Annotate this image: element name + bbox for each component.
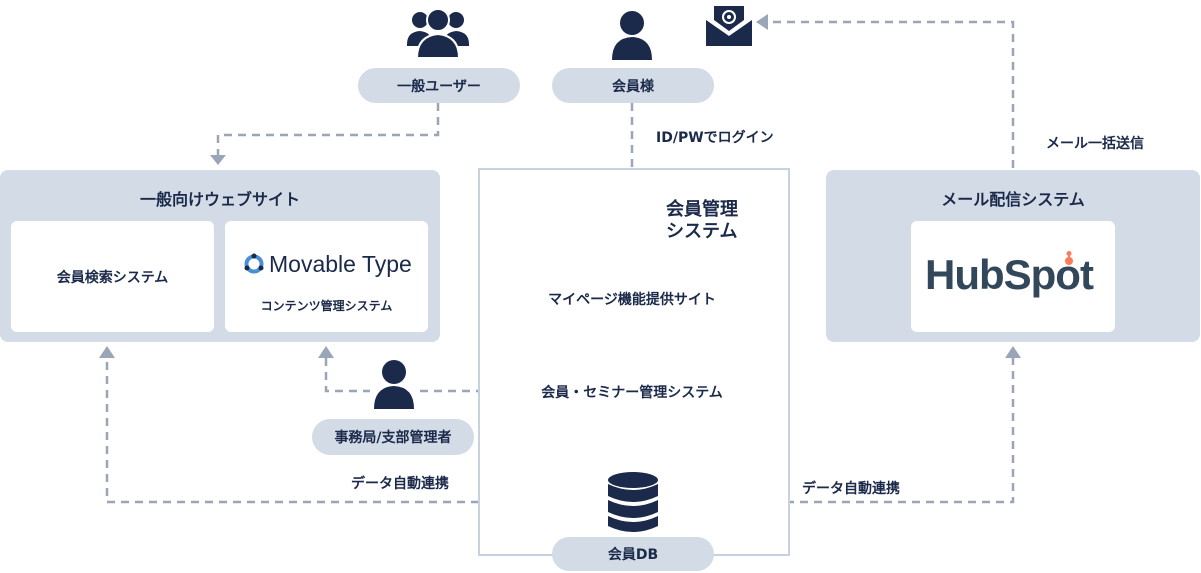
member-db-pill: 会員DB	[552, 537, 714, 571]
member-pill: 会員様	[552, 68, 714, 103]
login-label: ID/PWでログイン	[656, 130, 774, 146]
movable-type-logo-icon	[243, 253, 265, 275]
member-db-label: 会員DB	[607, 547, 659, 563]
sync-left-label: データ自動連携	[351, 476, 449, 492]
mypage-label: マイページ機能提供サイト	[548, 292, 716, 308]
arrowhead-mail-bottom	[1005, 346, 1021, 358]
db-to-website-line	[105, 358, 605, 504]
general-user-label: 一般ユーザー	[397, 78, 481, 95]
database-icon	[607, 472, 659, 534]
member-management-title-line2: システム	[666, 221, 738, 242]
email-envelope-icon	[706, 4, 752, 46]
website-title: 一般向けウェブサイト	[139, 190, 300, 209]
member-label: 会員様	[612, 78, 654, 95]
office-admin-label: 事務局/支部管理者	[334, 430, 452, 446]
bulk-mail-label: メール一括送信	[1046, 136, 1144, 152]
movable-type-logo-text: Movable Type	[269, 251, 412, 277]
arrowhead-website	[210, 155, 226, 165]
seminar-label: 会員・セミナー管理システム	[541, 385, 723, 401]
member-management-title: 会員管理 システム	[666, 199, 738, 243]
admin-to-mt-line	[324, 358, 370, 393]
member-management-title-line1: 会員管理	[666, 199, 738, 220]
users-group-icon	[407, 8, 469, 60]
arrowhead-mt	[318, 346, 334, 358]
mail-to-envelope-line	[768, 20, 1015, 168]
hubspot-sprocket-icon	[1059, 251, 1079, 271]
mail-system-title: メール配信システム	[941, 190, 1085, 209]
general-user-pill: 一般ユーザー	[358, 68, 520, 103]
arrowhead-envelope	[756, 14, 768, 30]
sync-right-label: データ自動連携	[802, 481, 900, 497]
user-to-website-line	[216, 103, 440, 155]
hubspot-card: HubSpot	[911, 221, 1115, 332]
member-user-icon	[610, 10, 654, 60]
movable-type-caption: コンテンツ管理システム	[260, 299, 393, 313]
arrowhead-website-bottom	[99, 346, 115, 358]
admin-user-icon	[372, 359, 416, 409]
office-admin-pill: 事務局/支部管理者	[312, 419, 474, 455]
member-search-label: 会員検索システム	[56, 269, 169, 286]
movable-type-card: Movable Type コンテンツ管理システム	[225, 221, 428, 332]
member-search-card: 会員検索システム	[11, 221, 214, 332]
